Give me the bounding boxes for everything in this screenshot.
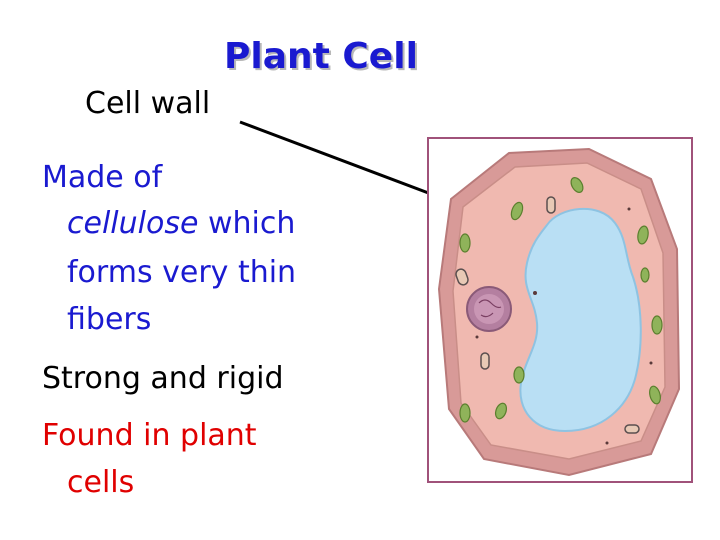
bullet-strong-rigid: Strong and rigid <box>42 361 284 396</box>
ribosome-dots <box>475 207 653 445</box>
central-vacuole <box>519 208 642 433</box>
bullet-cells: cells <box>67 465 135 500</box>
which-text: which <box>198 206 296 241</box>
mitochondria <box>455 196 640 434</box>
plant-cell-figure <box>427 137 693 483</box>
bullet-made-of: Made of <box>42 160 163 195</box>
cellulose-term: cellulose <box>67 206 199 241</box>
bullet-fibers-line: fibers <box>67 302 152 337</box>
bullet-forms-line: forms very thin <box>67 255 297 290</box>
bullet-found-in: Found in plant <box>42 418 257 453</box>
chloroplasts <box>459 177 663 423</box>
bullet-cellulose-line: cellulose which <box>67 206 295 242</box>
nucleus <box>466 286 512 332</box>
cell-wall-label: Cell wall <box>85 86 211 121</box>
plant-cell-diagram-icon <box>437 147 681 477</box>
slide-title: Plant Cell <box>224 36 418 77</box>
pointer-segment <box>239 120 456 205</box>
